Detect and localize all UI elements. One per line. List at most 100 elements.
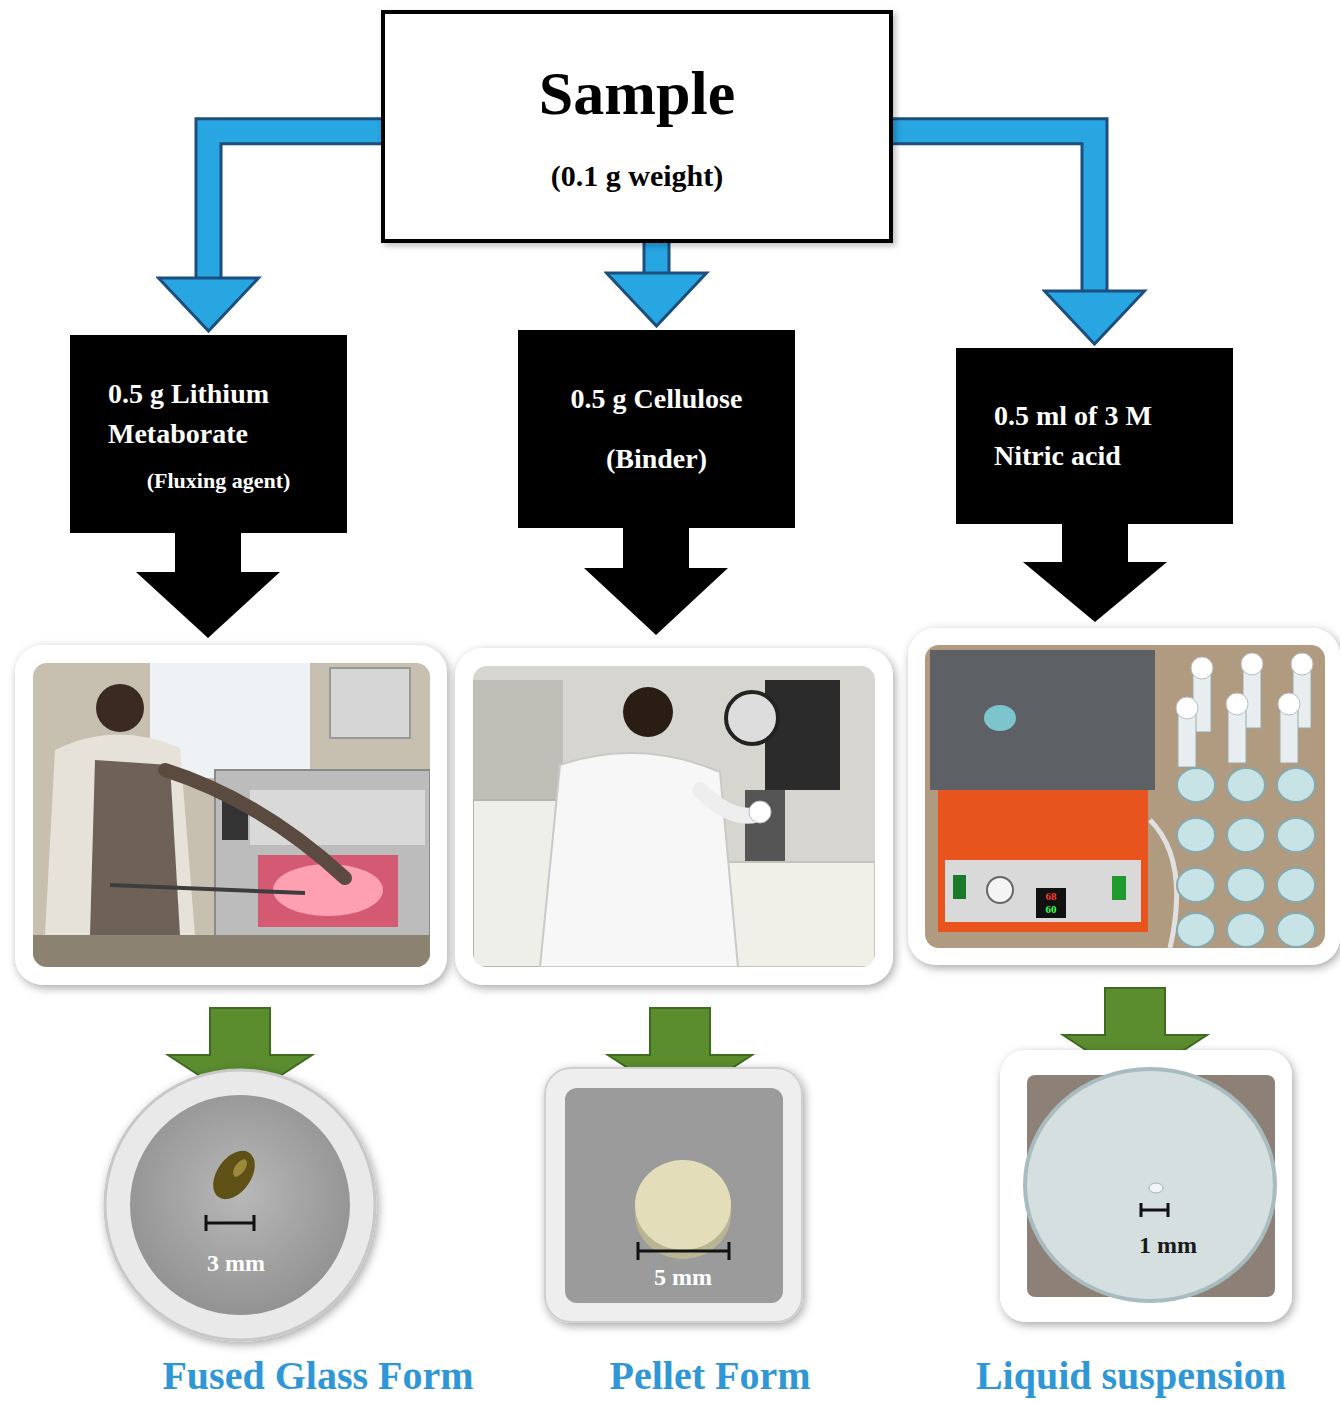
vial-cap [1291,653,1313,675]
photo-frame [15,645,447,985]
holder-inner [130,1095,350,1315]
vial-cap [1176,697,1198,719]
petri-dish [1177,913,1215,947]
vial [1280,708,1298,763]
vial-cap [1278,693,1300,715]
petri-dish [1277,818,1315,852]
arrow-shaft [646,243,668,273]
scale-bar [206,1215,254,1231]
press-photo [455,648,893,985]
vial [1178,712,1196,767]
furnace-photo [15,645,447,985]
flow-arrow [209,131,382,278]
arrow-outline [209,131,382,278]
scale-bar [638,1242,729,1260]
vial-cap [1241,653,1263,675]
vials [1176,653,1313,767]
display-reading: 68 [1046,890,1057,902]
petri-dish [1177,768,1215,802]
cable [1150,820,1177,948]
vial [1228,708,1246,763]
petri-dish [1177,818,1215,852]
black-arrow [136,525,280,638]
petri-dish [1277,768,1315,802]
hotplate-top [930,650,1155,790]
reagent-text: 0.5 g Cellulose [536,381,777,417]
knob [987,877,1013,903]
vial-cap [1226,693,1248,715]
petri-dishes [1177,768,1315,947]
liquid-image [1000,1050,1292,1322]
reagent-role: (Binder) [536,441,777,477]
reagent-text: 0.5 ml of 3 M Nitric acid [994,396,1215,476]
hotplate-photo [908,628,1340,965]
fused-glass-image [105,1070,375,1340]
dimension-label: 3 mm [207,1250,265,1276]
petri-dish [1227,818,1265,852]
person-head [623,687,673,737]
black-arrow [584,520,728,635]
reagent-text: 0.5 g Lithium Metaborate [108,374,329,454]
droplet [1149,1183,1163,1193]
dimension-label: 5 mm [654,1264,712,1290]
form-label: Pellet Form [610,1354,811,1398]
node-subtitle: (0.1 g weight) [551,158,723,194]
bead-highlight [230,1157,250,1179]
press-column [745,790,785,865]
floor [33,935,430,967]
petri-dish [1227,913,1265,947]
arrow-shaft [209,131,382,278]
arrow-outline [893,131,1095,291]
stir-switch [1112,876,1126,900]
flow-arrow [656,243,657,273]
black-arrow [1023,516,1167,622]
petri-dish [1227,768,1265,802]
reagent-box: 0.5 g Lithium Metaborate (Fluxing agent) [70,335,347,533]
lab-wall [473,666,875,967]
pressure-gauge [726,692,778,744]
hotplate-body [938,790,1148,932]
sample-box: Sample (0.1 g weight) [381,10,893,243]
petri-dish [1177,868,1215,902]
glove [749,801,771,823]
image-ground [565,1088,783,1303]
image-frame [545,1068,802,1322]
front-panel [945,860,1141,922]
glass-disc [1025,1069,1275,1301]
arrow-outline [643,243,671,273]
dimension-label: 1 mm [1139,1232,1197,1258]
reagent-role: (Fluxing agent) [108,468,329,494]
photo-frame [455,648,893,985]
flow-arrow [893,131,1095,291]
node-title: Sample [539,59,735,127]
display-reading: 60 [1046,903,1057,915]
power-switch [953,875,966,899]
person-head [96,684,144,732]
table [925,645,1325,948]
reagent-box: 0.5 g Cellulose (Binder) [518,330,795,528]
tongs [110,885,305,893]
shelf [473,680,563,800]
form-label: Fused Glass Form [162,1354,473,1398]
petri-dish [1227,868,1265,902]
pellet-top [635,1160,731,1250]
petri-dish [1277,913,1315,947]
display [1036,888,1066,918]
person-arm [700,790,755,816]
photo-frame [908,628,1340,965]
pellet-image [545,1068,802,1322]
petri-dish [1277,868,1315,902]
switch-box [330,668,410,738]
scale-bar [1141,1203,1168,1217]
holder-rim [105,1070,375,1340]
person-body [45,734,195,935]
lab-wall [33,663,430,967]
petri-dish [984,705,1016,731]
arrow-shaft [893,131,1095,291]
glass-bead [205,1143,264,1207]
press-cylinder [765,680,840,790]
image-frame [1000,1050,1292,1322]
vial-cap [1191,657,1213,679]
apron [90,760,180,935]
